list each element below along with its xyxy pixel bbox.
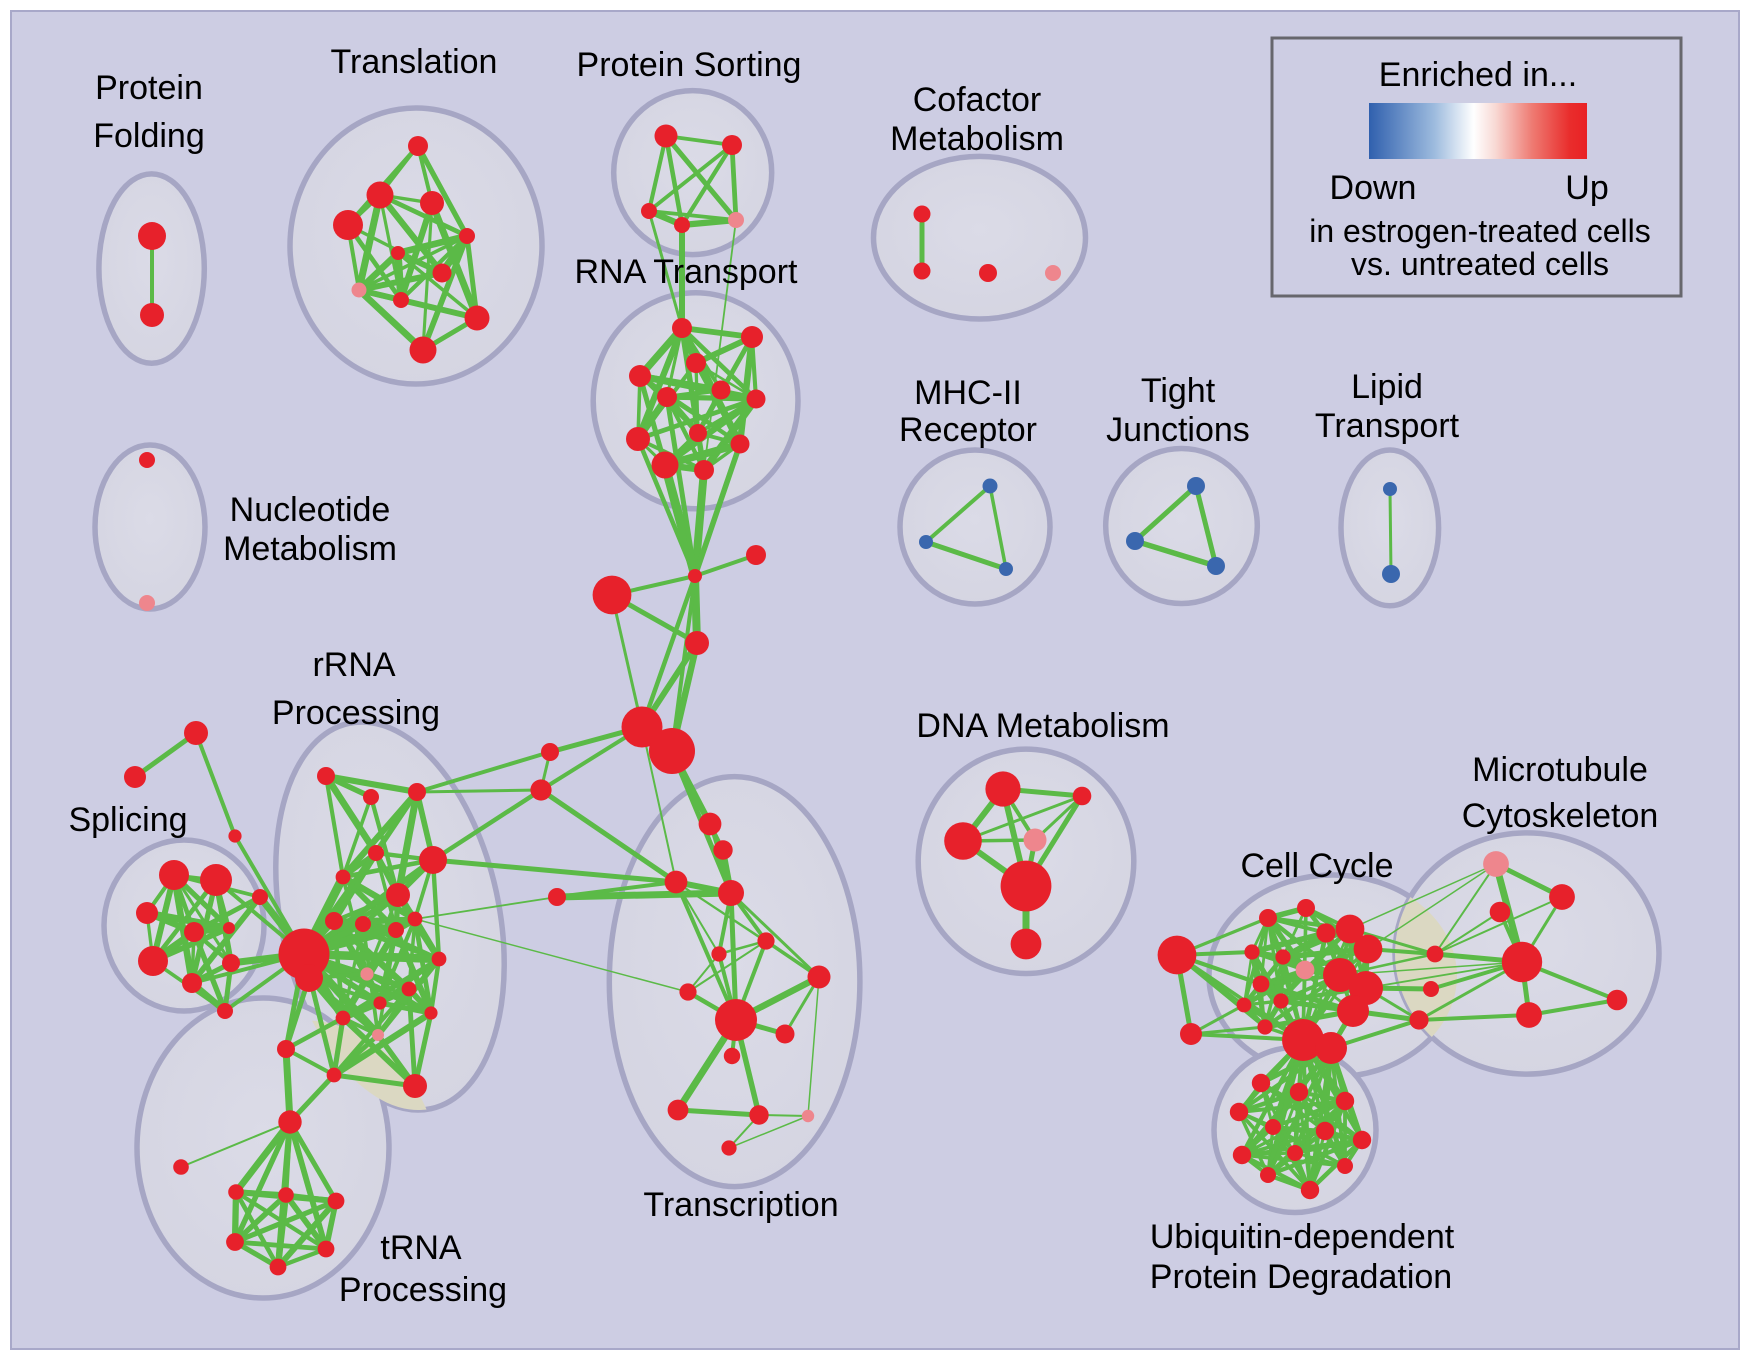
svg-text:Transcription: Transcription [643,1186,838,1224]
svg-text:Microtubule: Microtubule [1472,751,1648,789]
svg-text:MHC-II: MHC-II [914,374,1022,412]
svg-text:Nucleotide: Nucleotide [230,491,391,529]
svg-text:Processing: Processing [339,1271,507,1309]
svg-text:in estrogen-treated cells: in estrogen-treated cells [1309,213,1651,249]
svg-text:Junctions: Junctions [1106,411,1250,449]
svg-text:vs. untreated cells: vs. untreated cells [1351,246,1609,282]
svg-text:Down: Down [1330,169,1417,207]
svg-text:Processing: Processing [272,694,440,732]
svg-text:Ubiquitin-dependent: Ubiquitin-dependent [1150,1218,1455,1256]
svg-text:DNA Metabolism: DNA Metabolism [916,707,1169,745]
svg-text:Protein: Protein [95,69,203,107]
svg-text:Splicing: Splicing [68,801,187,839]
svg-text:RNA Transport: RNA Transport [575,253,799,291]
svg-text:Cell Cycle: Cell Cycle [1240,847,1393,885]
svg-text:Enriched in...: Enriched in... [1379,56,1577,94]
svg-text:Metabolism: Metabolism [890,120,1064,158]
svg-text:Metabolism: Metabolism [223,530,397,568]
svg-text:Lipid: Lipid [1351,368,1423,406]
svg-text:Folding: Folding [93,117,205,155]
svg-text:Receptor: Receptor [899,411,1037,449]
svg-text:tRNA: tRNA [380,1229,462,1267]
svg-text:Cytoskeleton: Cytoskeleton [1462,797,1659,835]
svg-text:Tight: Tight [1141,372,1216,410]
svg-text:Protein Degradation: Protein Degradation [1150,1258,1452,1296]
svg-text:Up: Up [1565,169,1608,207]
svg-text:Protein Sorting: Protein Sorting [577,46,802,84]
svg-text:Translation: Translation [331,43,498,81]
svg-text:rRNA: rRNA [312,646,395,684]
svg-text:Transport: Transport [1315,407,1460,445]
svg-text:Cofactor: Cofactor [913,81,1042,119]
